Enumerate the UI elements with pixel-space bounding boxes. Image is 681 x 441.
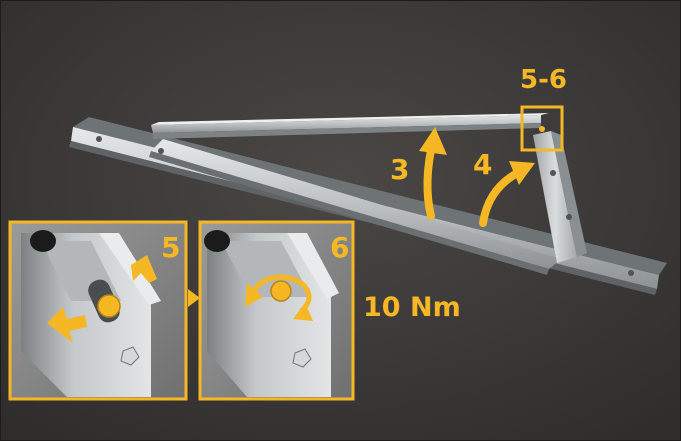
upper-rail [151, 113, 549, 139]
arrow-icon [47, 307, 87, 343]
arrow-icon [131, 255, 157, 283]
torque-label: 10 Nm [363, 292, 461, 323]
inset-step-5-label: 5 [161, 231, 181, 264]
bolt-icon [97, 294, 121, 318]
pointer-triangle-icon [188, 289, 200, 307]
inset-step-6 [198, 220, 355, 401]
arrow-icon [293, 303, 313, 321]
arrow-icon [245, 283, 263, 307]
arrow-icon [419, 127, 447, 155]
arrow-icon [509, 161, 535, 185]
vertical-leg [533, 131, 587, 263]
step-3-label: 3 [390, 153, 410, 186]
diagonal-brace [149, 139, 561, 275]
rotate-icon [250, 274, 312, 314]
detail-highlight-box [520, 105, 564, 152]
inset-step-5 [8, 220, 188, 401]
bolt-icon [539, 126, 545, 132]
step-4-label: 4 [473, 148, 493, 181]
detail-target-label: 5-6 [520, 65, 567, 95]
bolt-icon [270, 280, 292, 302]
inset-step-6-label: 6 [330, 231, 350, 264]
